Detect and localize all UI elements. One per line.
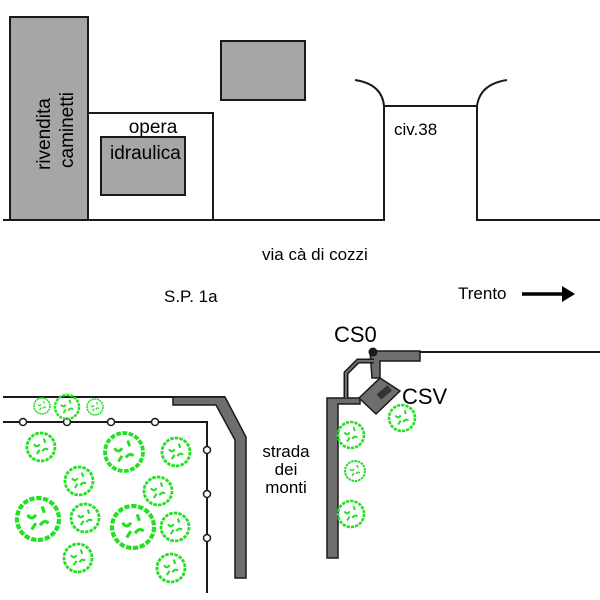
- tree-icon: [63, 465, 95, 497]
- pipe-cs0-inner: [345, 360, 374, 398]
- label-civico: civ.38: [394, 120, 437, 139]
- tree-icon: [159, 511, 191, 543]
- tree-icon: [17, 498, 59, 540]
- building-opera-idraulica: [100, 136, 186, 196]
- label-idraulica: idraulica: [110, 143, 181, 164]
- label-rivendita: rivendita: [34, 98, 55, 170]
- tree-icon: [103, 431, 145, 473]
- cabinet-csv-door: [376, 385, 392, 400]
- tree-icon: [25, 431, 57, 463]
- tree-cluster-west: [17, 393, 192, 584]
- building-unnamed: [220, 40, 306, 101]
- gate-curve-left: [354, 79, 385, 107]
- fence-posts: [18, 417, 212, 543]
- tree-icon: [336, 420, 366, 450]
- fence-post-icon: [106, 417, 116, 427]
- curb-east-top: [369, 350, 421, 379]
- label-street: via cà di cozzi: [262, 245, 368, 264]
- gate-curve-right: [476, 79, 508, 107]
- label-csv: CSV: [402, 384, 448, 409]
- manhole-icon: [368, 347, 378, 357]
- tree-icon: [86, 398, 104, 416]
- building-rivendita-caminetti: [9, 16, 89, 221]
- tree-icon: [344, 460, 366, 482]
- label-dei: dei: [275, 460, 298, 479]
- tree-icon: [62, 542, 94, 574]
- fence-post-icon: [202, 489, 212, 499]
- label-strada: strada: [262, 442, 310, 461]
- tree-icon: [69, 502, 101, 534]
- fence-post-icon: [202, 445, 212, 455]
- tree-icon: [336, 499, 366, 529]
- label-cs0: CS0: [334, 322, 377, 347]
- tree-icon: [160, 436, 192, 468]
- tree-icon: [33, 397, 51, 415]
- tree-icon: [142, 475, 174, 507]
- label-monti: monti: [265, 478, 307, 497]
- fence-post-icon: [150, 417, 160, 427]
- tree-cluster-east: [336, 403, 417, 529]
- tree-icon: [155, 552, 187, 584]
- sidewalk-strip-west: [172, 396, 247, 579]
- road-edge-north: [3, 105, 600, 221]
- label-opera: opera: [129, 117, 178, 138]
- fence-post-icon: [202, 533, 212, 543]
- label-provincial-road: S.P. 1a: [164, 287, 218, 306]
- fence-post-icon: [18, 417, 28, 427]
- tree-icon: [112, 506, 154, 548]
- label-caminetti: caminetti: [57, 92, 78, 168]
- arrow-right-icon: [522, 286, 575, 302]
- label-direction: Trento: [458, 284, 507, 303]
- tree-icon: [53, 393, 81, 421]
